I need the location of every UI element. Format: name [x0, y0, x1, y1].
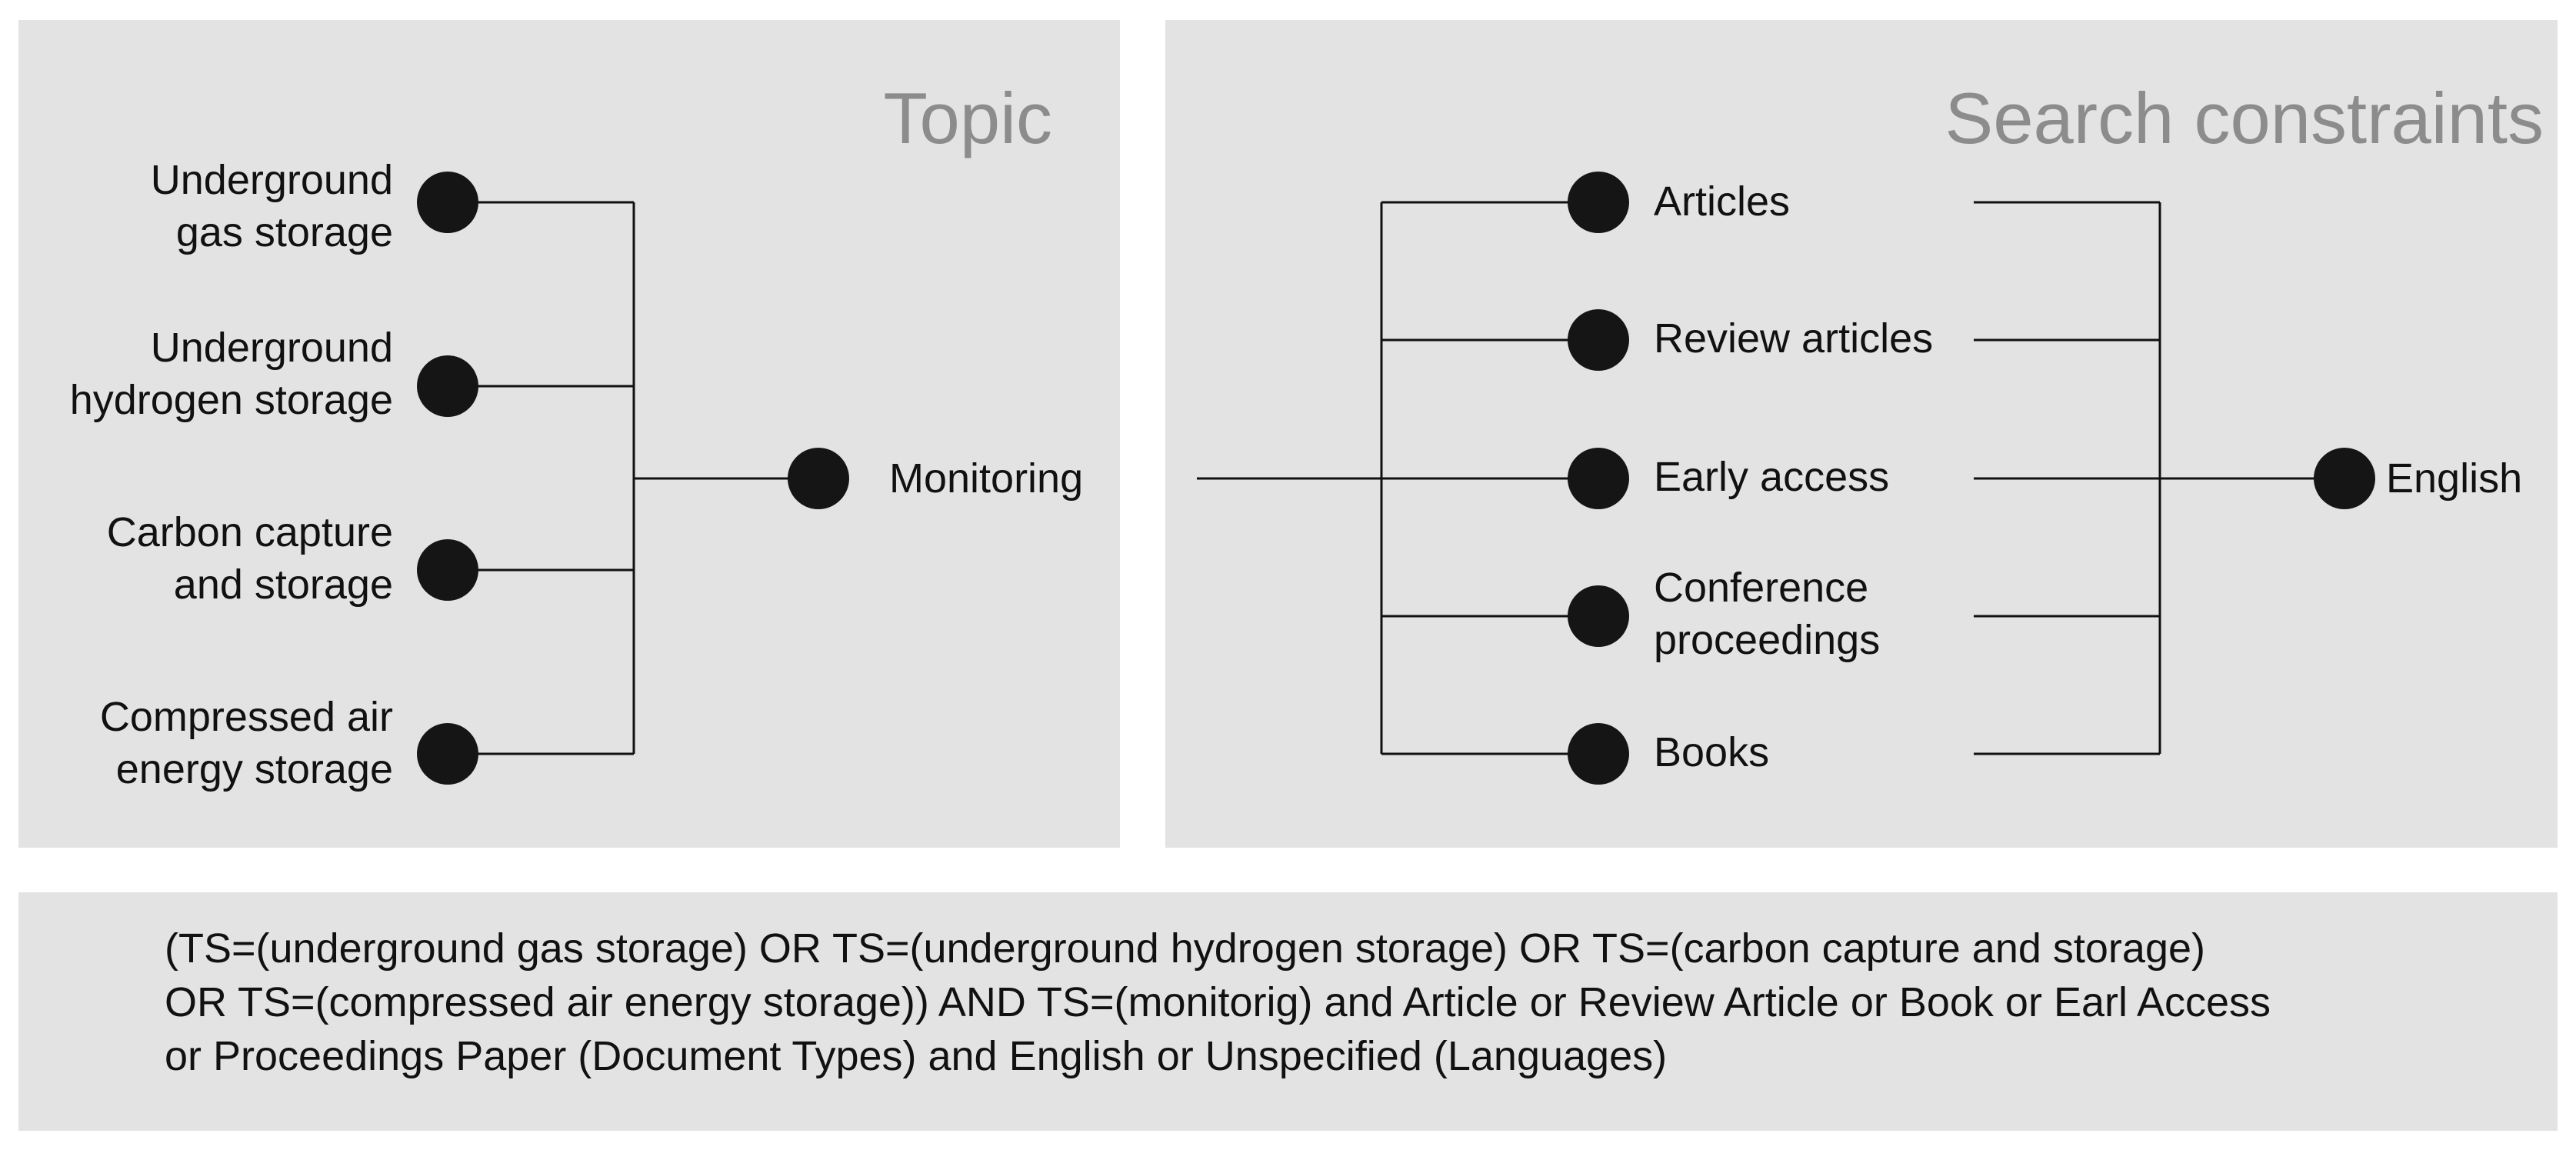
doctype-node-dot — [1568, 723, 1629, 785]
doctype-node-dot — [1568, 585, 1629, 647]
topic-panel: Topic — [18, 20, 1120, 848]
doctype-label-articles: Articles — [1654, 178, 1791, 225]
doctype-node-dot — [1568, 448, 1629, 509]
query-line: or Proceedings Paper (Document Types) an… — [165, 1033, 1668, 1079]
doctype-node-dot — [1568, 172, 1629, 233]
doctype-label-books: Books — [1654, 729, 1770, 775]
topic-node-dot — [417, 172, 478, 233]
search-constraints-panel: Search constraints — [1165, 20, 2558, 848]
query-text: (TS=(underground gas storage) OR TS=(und… — [165, 922, 2472, 1083]
topic-label-gas-storage: Underground gas storage — [150, 157, 393, 255]
language-label: English — [2386, 455, 2523, 502]
topic-node-dot — [417, 355, 478, 417]
topic-node-dot — [417, 539, 478, 601]
doctype-node-dot — [1568, 309, 1629, 371]
topic-node-dot — [417, 723, 478, 785]
doctype-label-conference-proceedings: Conference proceedings — [1654, 565, 1881, 663]
doctype-label-early-access: Early access — [1654, 454, 1890, 500]
monitoring-node-dot — [788, 448, 849, 509]
language-node-dot — [2314, 448, 2375, 509]
query-panel: (TS=(underground gas storage) OR TS=(und… — [18, 892, 2558, 1131]
query-line: OR TS=(compressed air energy storage)) A… — [165, 979, 2271, 1025]
topic-label-compressed-air: Compressed air energy storage — [99, 694, 393, 792]
topic-title: Topic — [883, 78, 1052, 158]
topic-label-hydrogen-storage: Underground hydrogen storage — [69, 325, 393, 423]
topic-label-carbon-capture: Carbon capture and storage — [106, 509, 393, 608]
doctype-label-review-articles: Review articles — [1654, 315, 1934, 362]
query-line: (TS=(underground gas storage) OR TS=(und… — [165, 925, 2205, 972]
search-constraints-title: Search constraints — [1944, 78, 2544, 158]
monitoring-label: Monitoring — [889, 455, 1084, 502]
